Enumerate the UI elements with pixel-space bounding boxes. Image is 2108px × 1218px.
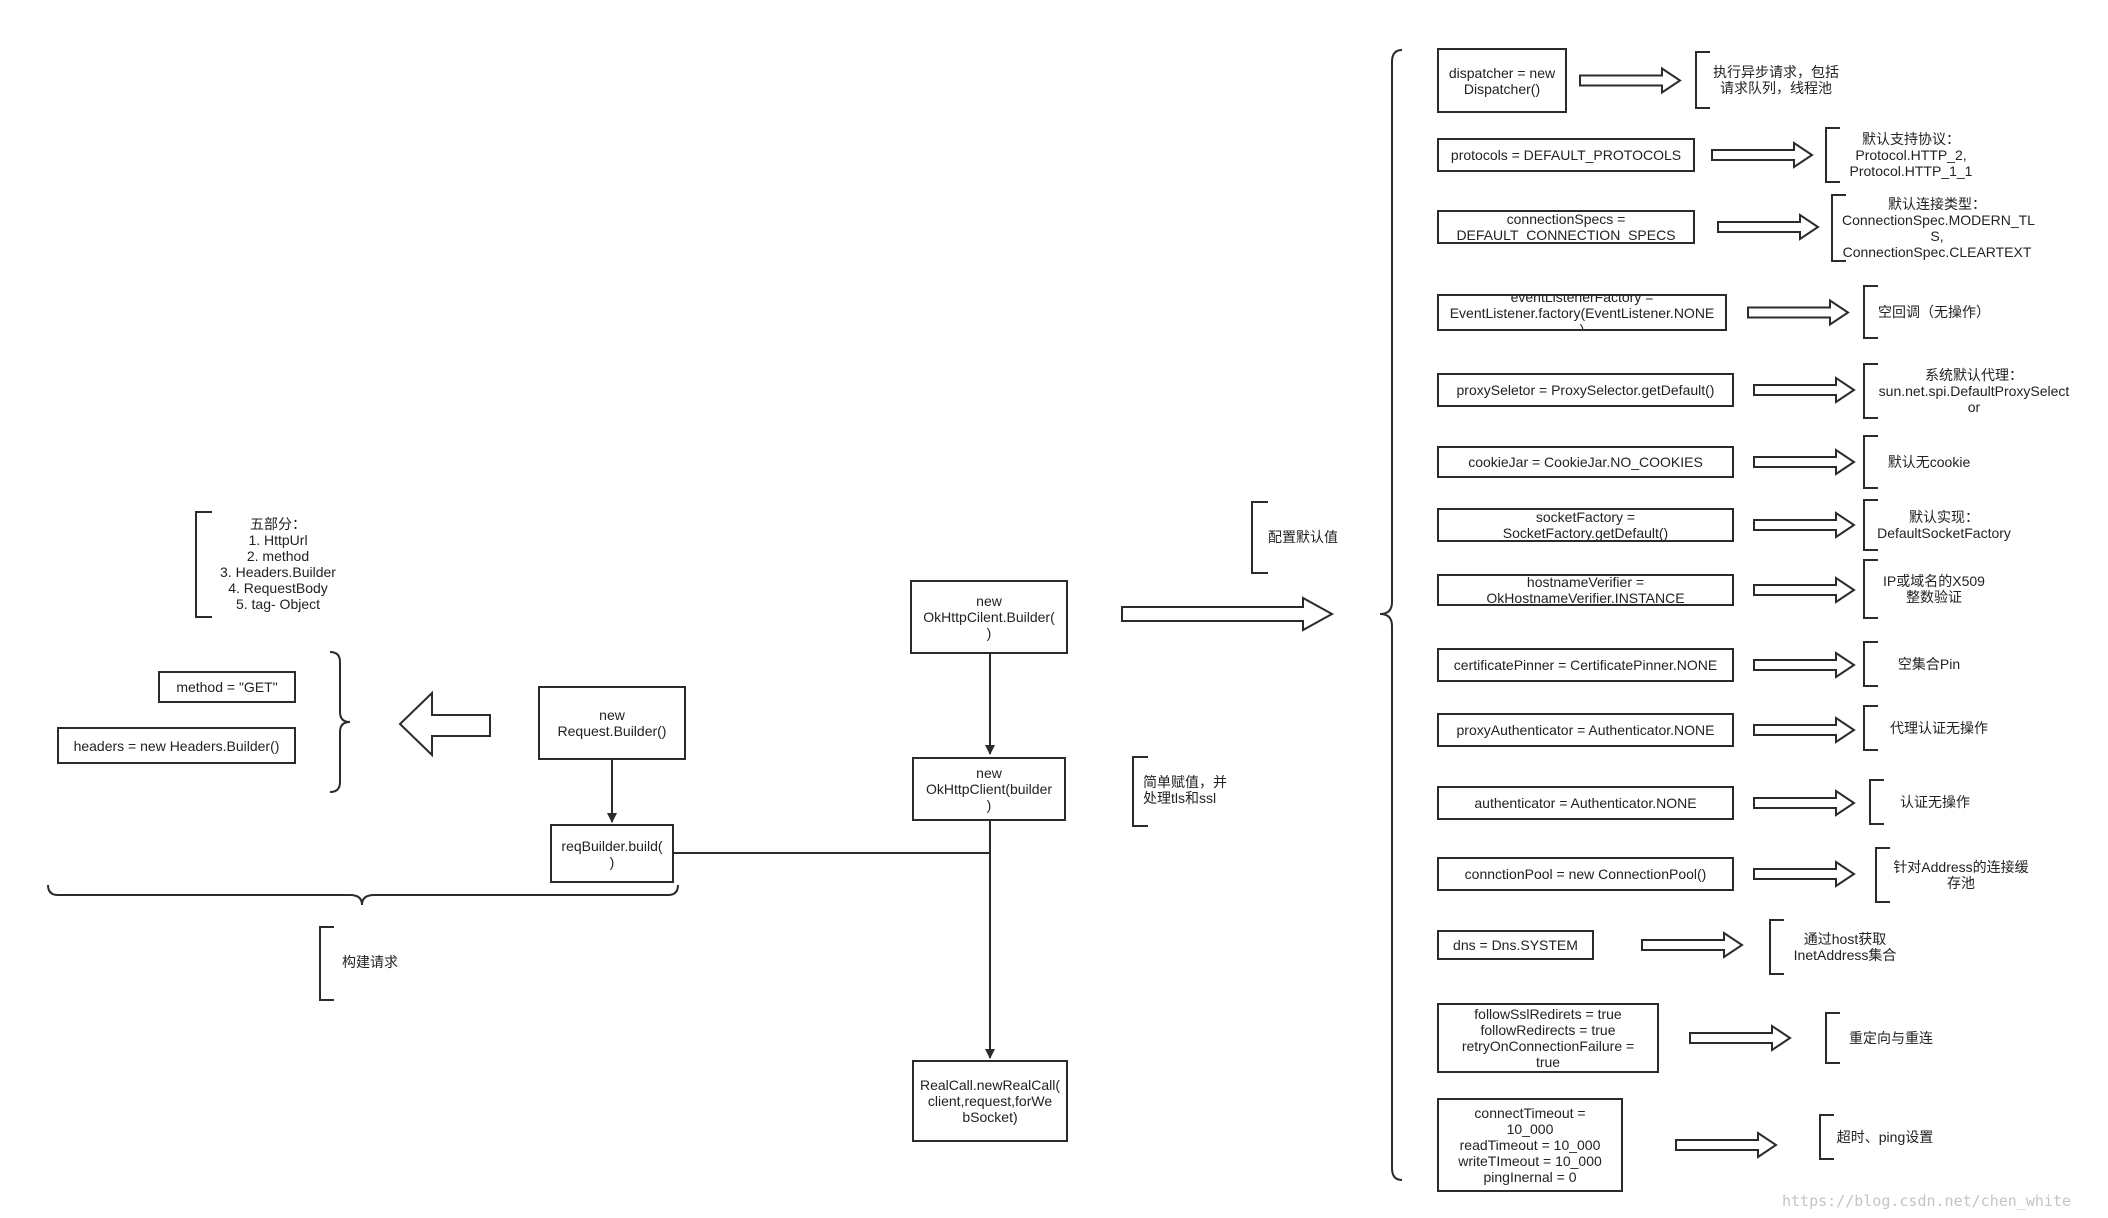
default-field-box: proxySeletor = ProxySelector.getDefault(… [1437, 373, 1734, 407]
desc-bracket [1869, 779, 1884, 825]
hollow-arrow [1753, 511, 1856, 539]
desc-bracket [1863, 641, 1878, 687]
default-desc: 空回调（无操作） [1878, 304, 1990, 320]
default-desc: 系统默认代理： sun.net.spi.DefaultProxySelect o… [1878, 367, 2070, 415]
desc-bracket [1875, 847, 1890, 903]
build-request-bracket [319, 926, 334, 1001]
desc-bracket [1825, 127, 1840, 183]
defaults-brace [1379, 49, 1403, 1181]
hollow-arrow [1747, 298, 1850, 327]
hollow-arrow [1711, 141, 1814, 169]
default-field-box: followSslRedirets = true followRedirects… [1437, 1003, 1659, 1073]
default-field-box: proxyAuthenticator = Authenticator.NONE [1437, 713, 1734, 747]
default-field-box: eventListenerFactory = EventListener.fac… [1437, 294, 1727, 331]
hollow-arrow-to-fields [398, 690, 491, 758]
default-field-box: authenticator = Authenticator.NONE [1437, 786, 1734, 820]
hollow-arrow [1675, 1131, 1778, 1159]
desc-bracket [1863, 499, 1878, 551]
default-desc: 通过host获取 InetAddress集合 [1793, 931, 1897, 963]
req-build-box: reqBuilder.build( ) [550, 824, 674, 883]
desc-bracket [1863, 363, 1878, 419]
default-field-box: hostnameVerifier = OkHostnameVerifier.IN… [1437, 574, 1734, 606]
default-desc: 默认连接类型： ConnectionSpec.MODERN_TL S, Conn… [1842, 196, 2035, 260]
default-desc: 执行异步请求，包括 请求队列，线程池 [1713, 64, 1839, 96]
default-desc: 超时、ping设置 [1836, 1129, 1934, 1145]
default-desc: 认证无操作 [1900, 794, 1970, 810]
parts-bracket [195, 511, 212, 618]
default-field-box: connectionSpecs = DEFAULT_CONNECTION_SPE… [1437, 210, 1695, 244]
default-field-box: cookieJar = CookieJar.NO_COOKIES [1437, 446, 1734, 478]
method-box: method = "GET" [158, 671, 296, 703]
client-box: new OkHttpClient(builder ) [912, 757, 1066, 821]
hollow-arrow [1753, 716, 1856, 744]
client-note: 简单赋值，并 处理tls和ssl [1143, 774, 1227, 806]
default-desc: 默认支持协议： Protocol.HTTP_2, Protocol.HTTP_1… [1849, 131, 1973, 179]
desc-bracket [1863, 705, 1878, 751]
default-desc: 默认无cookie [1887, 454, 1971, 470]
hollow-arrow [1753, 576, 1856, 604]
hollow-arrow [1753, 860, 1856, 888]
fields-brace [329, 651, 351, 793]
desc-bracket [1863, 435, 1878, 489]
default-field-box: connectTimeout = 10_000 readTimeout = 10… [1437, 1098, 1623, 1192]
hollow-arrow [1717, 213, 1820, 241]
hollow-arrow [1641, 931, 1744, 959]
defaults-note-bracket [1251, 501, 1268, 574]
headers-box: headers = new Headers.Builder() [57, 727, 296, 764]
desc-bracket [1831, 194, 1846, 262]
default-desc: 空集合Pin [1897, 656, 1961, 672]
default-field-box: certificatePinner = CertificatePinner.NO… [1437, 648, 1734, 682]
desc-bracket [1863, 285, 1878, 339]
hollow-arrow [1753, 448, 1856, 476]
realcall-box: RealCall.newRealCall( client,request,for… [912, 1060, 1068, 1142]
client-builder-box: new OkHttpCilent.Builder( ) [910, 580, 1068, 654]
build-request-note: 构建请求 [342, 954, 398, 970]
default-field-box: connctionPool = new ConnectionPool() [1437, 857, 1734, 891]
client-note-bracket [1132, 756, 1148, 827]
default-desc: 重定向与重连 [1849, 1030, 1933, 1046]
default-desc: IP或域名的X509 整数验证 [1883, 573, 1985, 605]
watermark: https://blog.csdn.net/chen_white [1782, 1192, 2071, 1210]
default-desc: 代理认证无操作 [1890, 720, 1988, 736]
hollow-arrow [1753, 376, 1856, 404]
default-field-box: protocols = DEFAULT_PROTOCOLS [1437, 138, 1695, 172]
default-field-box: dns = Dns.SYSTEM [1437, 930, 1594, 960]
build-request-brace [47, 884, 679, 906]
hollow-arrow [1579, 66, 1682, 95]
defaults-note: 配置默认值 [1268, 529, 1338, 545]
default-desc: 默认实现： DefaultSocketFactory [1877, 509, 2011, 541]
desc-bracket [1769, 919, 1784, 975]
desc-bracket [1695, 51, 1710, 109]
desc-bracket [1819, 1114, 1834, 1160]
default-field-box: socketFactory = SocketFactory.getDefault… [1437, 508, 1734, 542]
hollow-arrow-to-defaults [1121, 596, 1335, 632]
hollow-arrow [1753, 789, 1856, 817]
default-field-box: dispatcher = new Dispatcher() [1437, 48, 1567, 113]
desc-bracket [1825, 1012, 1840, 1064]
request-builder-box: new Request.Builder() [538, 686, 686, 760]
parts-note: 五部分： 1. HttpUrl 2. method 3. Headers.Bui… [220, 516, 336, 612]
desc-bracket [1863, 559, 1878, 619]
hollow-arrow [1689, 1024, 1792, 1052]
default-desc: 针对Address的连接缓 存池 [1893, 859, 2029, 891]
hollow-arrow [1753, 651, 1856, 679]
